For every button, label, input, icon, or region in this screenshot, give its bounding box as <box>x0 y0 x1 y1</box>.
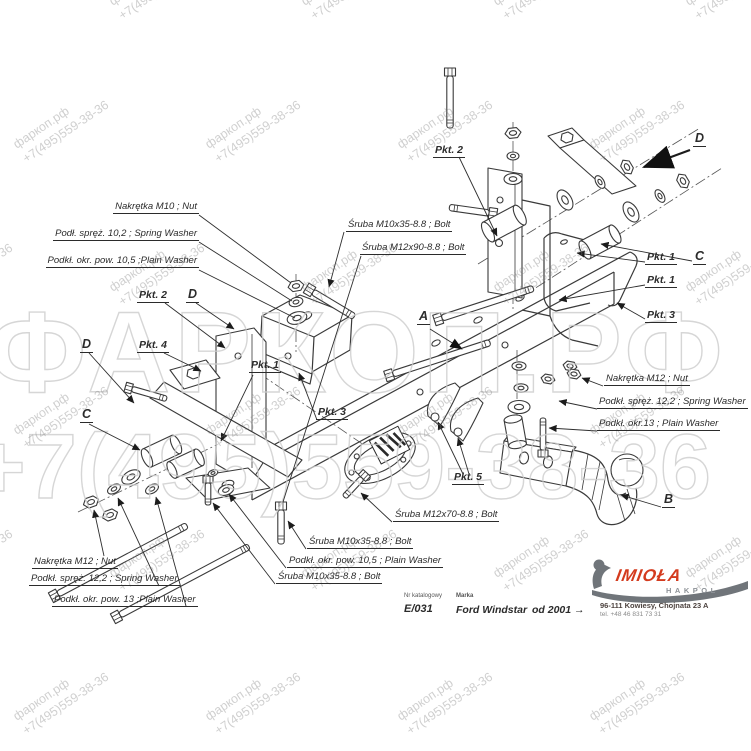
nut-drawing <box>101 508 119 522</box>
callout-bolt-m12x90: Śruba M12x90-8.8 ; Bolt <box>360 242 467 255</box>
spacer-drawing <box>578 224 622 260</box>
callout-spring-washer-12-2-left: Podkł. spręż. 12,2 ; Spring Washer <box>29 573 180 586</box>
callout-bolt-m10x35-bottom: Śruba M10x35-8.8 ; Bolt <box>276 571 383 584</box>
bolt-drawing <box>443 67 457 129</box>
callout-spring-washer-12-2-right: Podkł. spręż. 12,2 ; Spring Washer <box>597 396 748 409</box>
nut-drawing <box>82 495 100 509</box>
bolt-drawing <box>202 475 214 506</box>
spacer-drawing <box>503 414 527 450</box>
bolt-drawing <box>274 501 288 545</box>
ball-bracket-prongs-drawing <box>426 382 484 442</box>
nut-drawing <box>676 173 690 189</box>
washer-drawing <box>654 189 666 203</box>
callout-plain-washer-10-5-top: Podkł. okr. pow. 10,5 ;Plain Washer <box>45 255 199 268</box>
callout-bolt-m12x70: Śruba M12x70-8.8 ; Bolt <box>393 509 500 522</box>
washer-drawing <box>121 469 141 485</box>
callout-nut-m10: Nakrętka M10 ; Nut <box>113 201 199 214</box>
washer-drawing <box>107 483 121 495</box>
catalog-number-value: E/031 <box>404 603 433 615</box>
spacer-drawing <box>166 448 205 479</box>
bolt-drawing <box>123 381 168 402</box>
bolt-drawing <box>432 285 535 327</box>
washer-drawing <box>513 383 529 393</box>
point-label-pkt1-center: Pkt. 1 <box>249 359 282 373</box>
spacer-drawing <box>140 434 183 468</box>
beam-end-bracket-drawing <box>543 232 593 312</box>
manufacturer-phone: tel. +48 46 831 73 31 <box>600 611 662 618</box>
washer-drawing <box>503 172 523 186</box>
point-label-pkt2-left: Pkt. 2 <box>137 289 170 303</box>
part-label-c-top: C <box>693 249 707 265</box>
logo-hook-graphic <box>592 559 748 604</box>
point-label-pkt3-right: Pkt. 3 <box>645 309 678 323</box>
part-label-d-left-2: D <box>186 287 200 303</box>
washer-drawing <box>145 483 159 495</box>
washer-drawing <box>506 151 520 161</box>
part-label-c-left: C <box>80 407 94 423</box>
nut-drawing <box>287 279 305 293</box>
washer-drawing <box>511 361 527 371</box>
callout-plain-washer-13-left: Podkł. okr. pow. 13 ;Plain Washer <box>52 594 198 607</box>
bolt-drawing <box>302 282 356 320</box>
callout-bolt-m10x35-top: Śruba M10x35-8.8 ; Bolt <box>346 219 453 232</box>
year-range: od 2001 → <box>532 604 585 616</box>
washer-drawing <box>594 175 606 189</box>
callout-nut-m12-left: Nakrętka M12 ; Nut <box>32 556 118 569</box>
point-label-pkt5: Pkt. 5 <box>452 471 485 485</box>
callout-plain-washer-13-right: Podkł. okr.13 ; Plain Washer <box>597 418 721 431</box>
nut-drawing <box>562 360 578 372</box>
leader-lines <box>88 145 693 607</box>
part-label-b: B <box>662 492 676 508</box>
washer-drawing <box>207 469 219 477</box>
nut-drawing <box>540 373 556 385</box>
z-strap-drawing <box>547 127 637 195</box>
washer-drawing <box>217 484 235 496</box>
part-label-d-left-1: D <box>80 337 94 353</box>
nut-drawing <box>504 127 522 139</box>
logo-text: IMIOŁA <box>614 566 684 585</box>
washer-drawing <box>286 311 308 325</box>
manufacturer-address: 96-111 Kowiesy, Chojnata 23 A <box>600 601 709 610</box>
bolt-drawing <box>537 417 549 458</box>
brand-value: Ford Windstar <box>456 604 528 616</box>
part-label-d-top: D <box>693 131 707 147</box>
washer-drawing <box>288 296 304 308</box>
callout-plain-washer-10-5-bottom: Podkł. okr. pow. 10,5 ; Plain Washer <box>287 555 444 568</box>
point-label-pkt2-top: Pkt. 2 <box>433 144 466 158</box>
svg-text:+7(495)559-38-36: +7(495)559-38-36 <box>0 416 711 518</box>
washer-drawing <box>507 399 531 415</box>
washer-drawing <box>622 201 640 223</box>
socket-sticker-drawing <box>368 425 411 465</box>
bolt-drawing <box>383 339 491 383</box>
callout-nut-m12-right: Nakrętka M12 ; Nut <box>604 373 690 386</box>
bolt-drawing <box>109 543 251 625</box>
point-label-pkt1-right-1: Pkt. 1 <box>645 251 678 265</box>
logo-subtext: HAKPOL <box>666 586 719 595</box>
bolt-drawing <box>342 468 371 499</box>
brand-label: Marka <box>456 593 474 599</box>
callout-bolt-m10x35-mid: Śruba M10x35-8.8 ; Bolt <box>307 536 414 549</box>
point-label-pkt3-center: Pkt. 3 <box>316 406 349 420</box>
washer-drawing <box>556 189 574 211</box>
nut-drawing <box>566 368 582 380</box>
catalog-number-label: Nr katalogowy <box>404 593 443 599</box>
nut-drawing <box>620 159 634 175</box>
bolt-drawing <box>47 522 189 604</box>
point-label-pkt1-right-2: Pkt. 1 <box>645 274 678 288</box>
point-label-pkt4: Pkt. 4 <box>137 339 170 353</box>
callout-spring-washer-10-2: Podł. spręż. 10,2 ; Spring Washer <box>53 228 199 241</box>
svg-text:ФАРКОП.РФ: ФАРКОП.РФ <box>0 289 727 417</box>
part-label-a: A <box>417 309 431 325</box>
strap-bar-drawing <box>149 359 303 478</box>
